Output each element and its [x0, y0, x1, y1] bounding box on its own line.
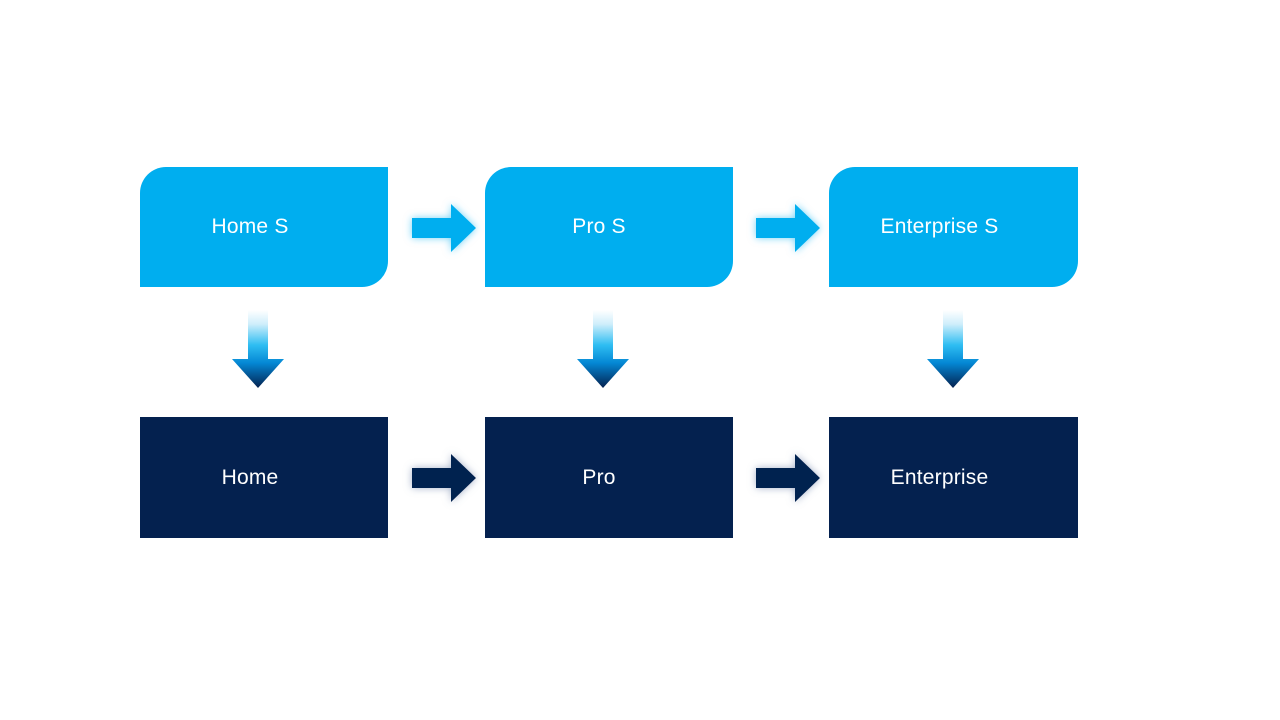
- node-pro-label: Pro: [582, 465, 616, 489]
- node-home-s[interactable]: Home S: [140, 167, 388, 287]
- connector-home-s-to-home: [228, 308, 288, 392]
- node-enterprise-s-label: Enterprise S: [880, 215, 999, 239]
- node-pro-s[interactable]: Pro S: [485, 167, 733, 287]
- node-enterprise-label: Enterprise: [890, 465, 989, 489]
- arrow-right-icon: [412, 204, 476, 252]
- arrow-right-icon: [412, 454, 476, 502]
- connector-home-s-to-pro-s: [408, 199, 480, 257]
- arrow-down-icon: [577, 310, 629, 388]
- connector-pro-s-to-enterprise-s: [752, 199, 824, 257]
- arrow-down-icon: [927, 310, 979, 388]
- connector-home-to-pro: [408, 449, 480, 507]
- connector-pro-to-enterprise: [752, 449, 824, 507]
- node-enterprise[interactable]: Enterprise: [829, 417, 1078, 538]
- connector-enterprise-s-to-enterprise: [923, 308, 983, 392]
- connector-pro-s-to-pro: [573, 308, 633, 392]
- node-pro[interactable]: Pro: [485, 417, 733, 538]
- node-enterprise-s[interactable]: Enterprise S: [829, 167, 1078, 287]
- arrow-down-icon: [232, 310, 284, 388]
- arrow-right-icon: [756, 454, 820, 502]
- node-home-label: Home: [221, 465, 279, 489]
- node-home[interactable]: Home: [140, 417, 388, 538]
- node-home-s-label: Home S: [211, 215, 289, 239]
- node-pro-s-label: Pro S: [572, 215, 626, 239]
- arrow-right-icon: [756, 204, 820, 252]
